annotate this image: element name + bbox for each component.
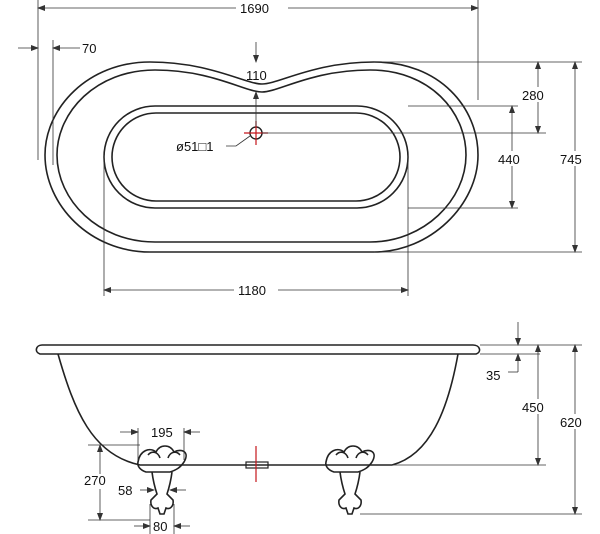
tub-rim-line bbox=[56, 69, 467, 243]
tub-rim-side bbox=[35, 344, 481, 355]
drain-outlet bbox=[245, 461, 269, 469]
dim-end-inner: 280 bbox=[522, 88, 544, 103]
dim-depth: 450 bbox=[522, 400, 544, 415]
dim-inner-length: 1180 bbox=[238, 283, 266, 298]
dim-foot-width-base: 80 bbox=[153, 519, 167, 534]
dim-foot-spacing: 195 bbox=[151, 425, 173, 440]
dim-foot-width-small: 58 bbox=[118, 483, 132, 498]
dim-overall-height: 620 bbox=[560, 415, 582, 430]
tub-body-side bbox=[57, 353, 459, 466]
dim-rim-offset: 70 bbox=[82, 41, 96, 56]
top-view: ø51□1 1690 70 110 280 440 745 bbox=[18, 0, 594, 298]
side-view: 35 450 620 195 270 58 80 bbox=[35, 322, 594, 534]
drain-label: ø51□1 bbox=[176, 139, 213, 154]
left-claw-foot bbox=[137, 445, 187, 515]
dim-inner-width: 440 bbox=[498, 152, 520, 167]
dim-rim-thickness: 35 bbox=[486, 368, 500, 383]
dim-overall-width: 745 bbox=[560, 152, 582, 167]
tub-outer-outline bbox=[44, 61, 479, 253]
right-claw-foot bbox=[325, 445, 375, 515]
dim-foot-height: 270 bbox=[84, 473, 106, 488]
dim-rim-width: 110 bbox=[246, 68, 267, 83]
dim-overall-length: 1690 bbox=[240, 1, 269, 16]
